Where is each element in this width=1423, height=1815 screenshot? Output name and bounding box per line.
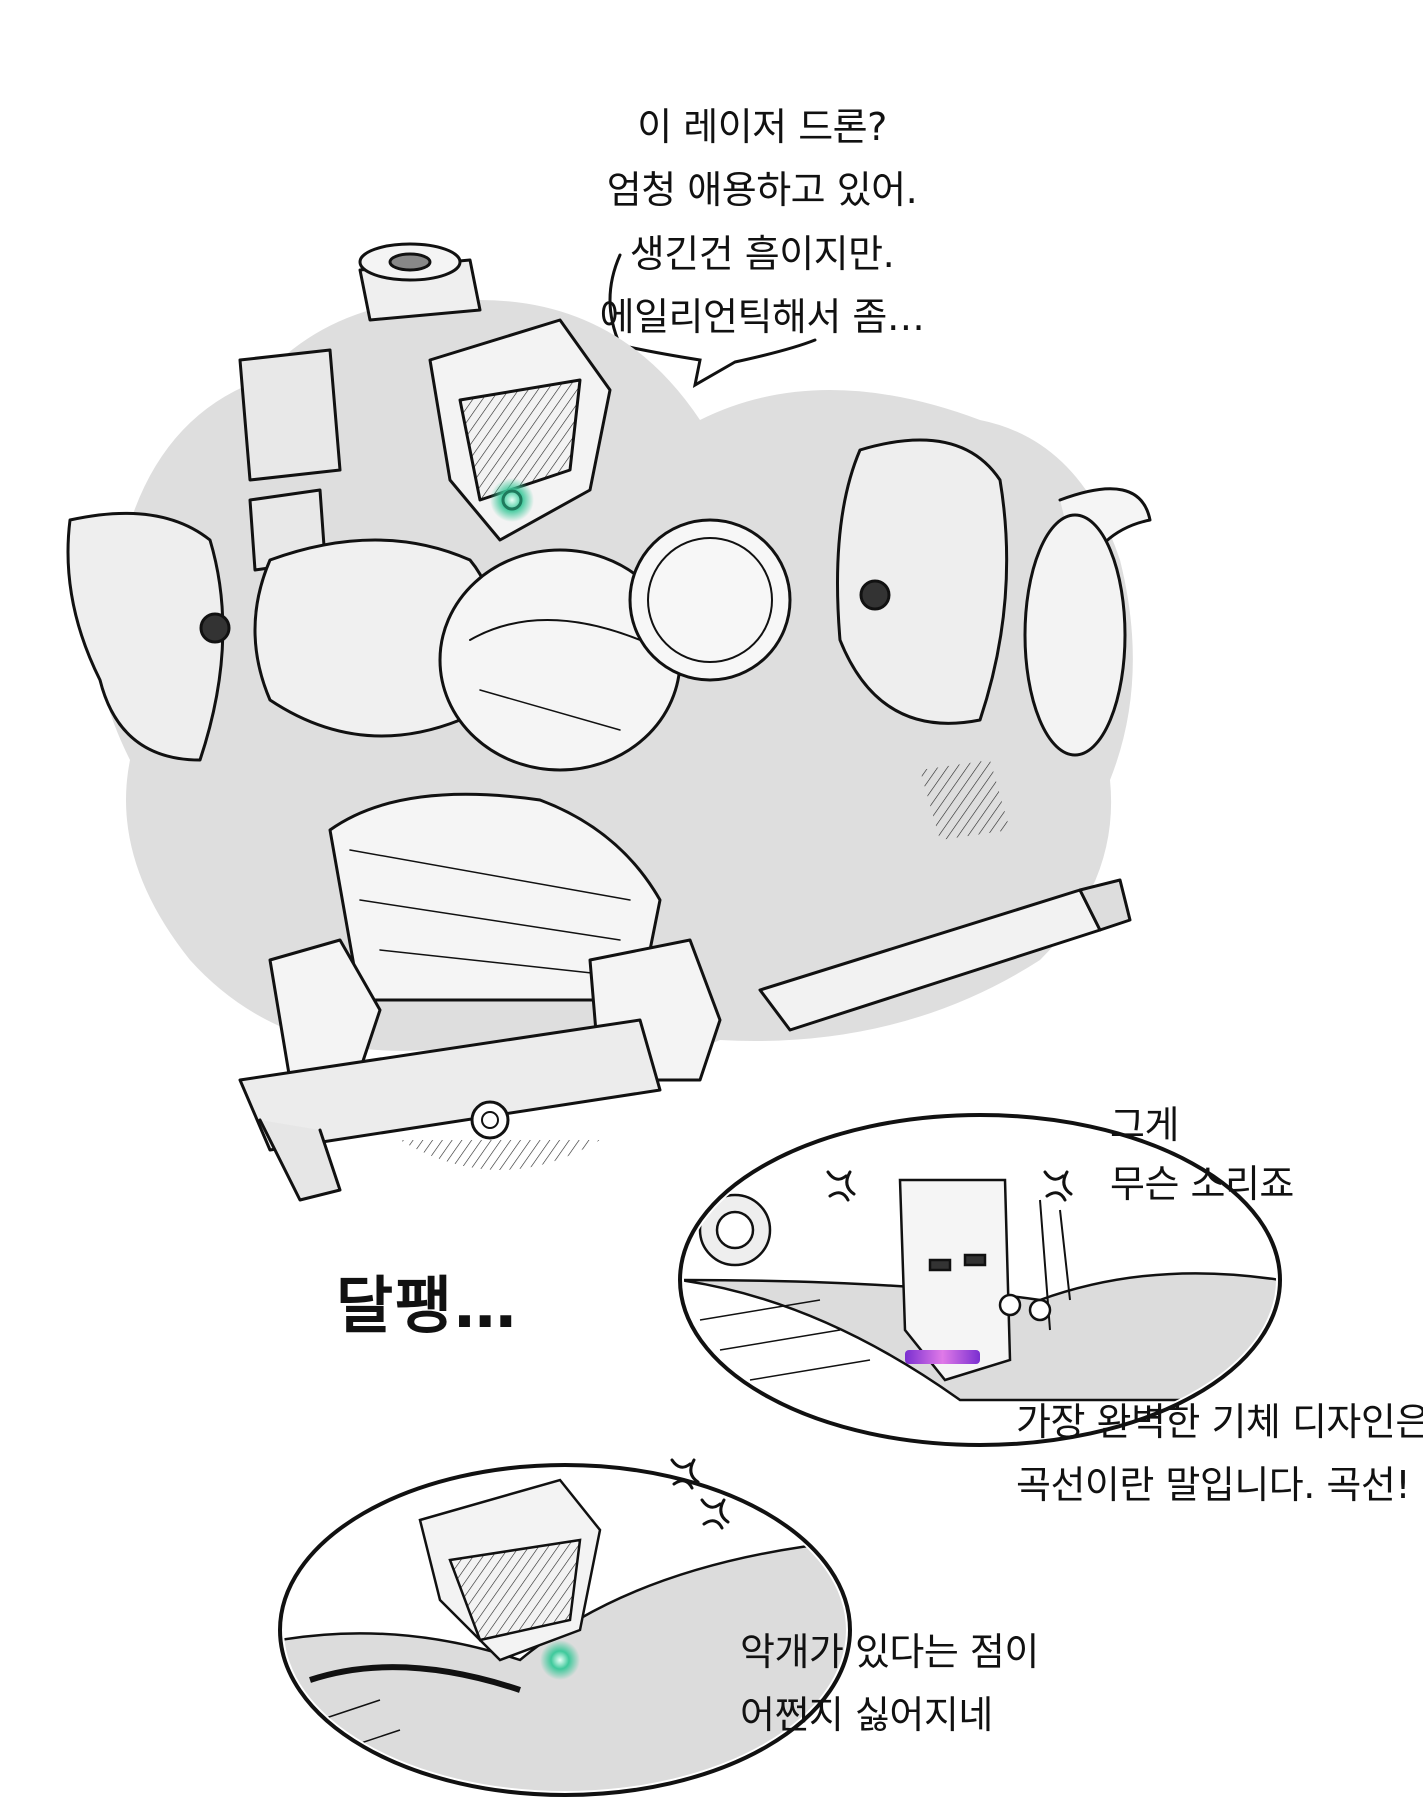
robot-figure — [66, 242, 1152, 1202]
caption-line: 악개가 있다는 점이 — [740, 1630, 1039, 1674]
reply-line: 무슨 소리죠 — [1110, 1162, 1294, 1206]
right-panel-oval — [678, 1113, 1282, 1447]
caption-line: 어쩐지 싫어지네 — [740, 1693, 993, 1737]
speech-line: 생긴건 흠이지만. — [629, 232, 895, 276]
speech-bubble-tail — [608, 253, 817, 388]
bottom-eye-glow — [540, 1640, 580, 1680]
bottom-panel-oval — [278, 1463, 852, 1797]
speech-line: 엄청 애용하고 있어. — [606, 168, 918, 212]
robot-eye-glow — [490, 478, 534, 522]
anger-marks — [670, 1170, 1073, 1530]
caption-line: 가장 완벽한 기체 디자인은 — [1016, 1400, 1423, 1444]
speech-line: 이 레이저 드론? — [637, 105, 887, 149]
sound-effect-text: 달팽… — [336, 1269, 519, 1342]
visor-glow — [905, 1350, 980, 1364]
speech-line: 에일리언틱해서 좀… — [599, 295, 925, 339]
reply-line: 그게 — [1110, 1103, 1179, 1147]
caption-line: 곡선이란 말입니다. 곡선! — [1016, 1463, 1411, 1507]
